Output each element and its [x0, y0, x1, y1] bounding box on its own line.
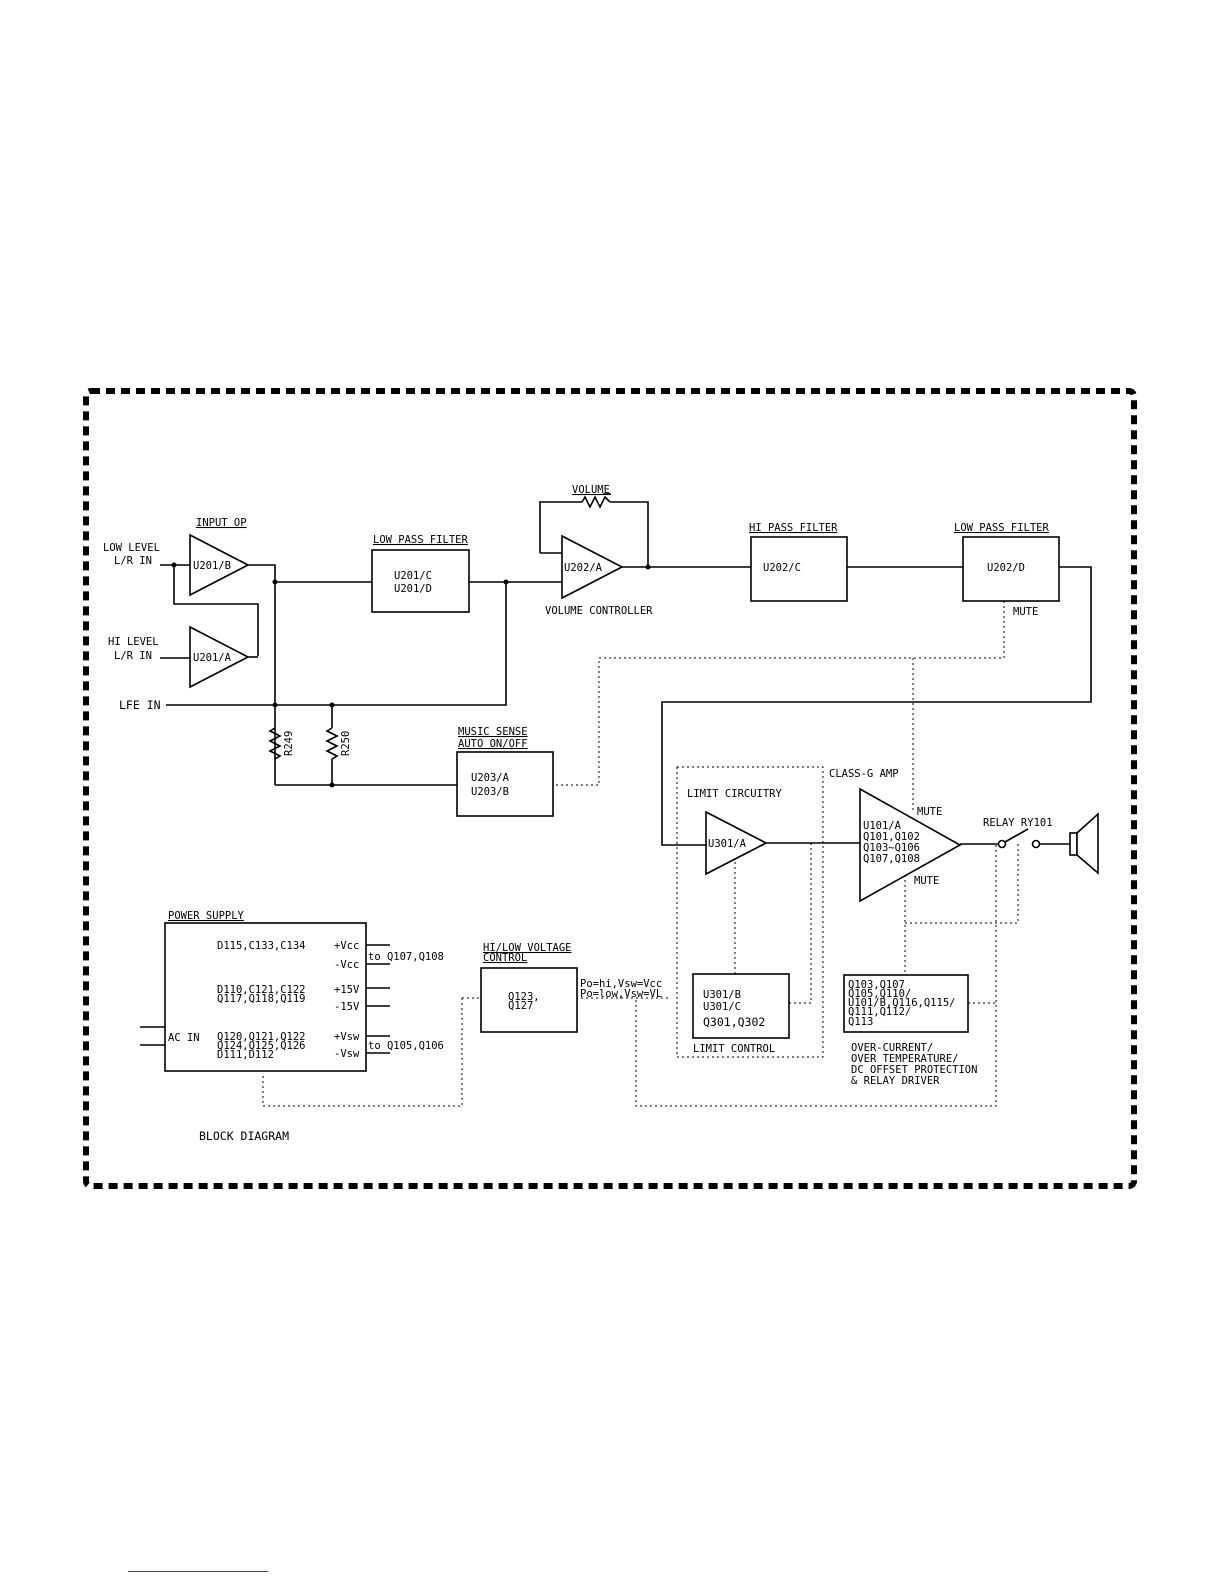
hpf-title: HI PASS FILTER — [749, 522, 838, 534]
lpf1-title: LOW PASS FILTER — [373, 534, 469, 546]
prot-title-3: DC OFFSET PROTECTION — [851, 1064, 977, 1076]
lpf2-title: LOW PASS FILTER — [954, 522, 1050, 534]
limit-circuitry-label: LIMIT CIRCUITRY — [687, 788, 783, 800]
limit-control-line1: U301/B — [703, 989, 741, 1001]
power-supply-title: POWER SUPPLY — [168, 910, 245, 922]
hv-line1: Q123, — [508, 991, 540, 1003]
music-sense-block: MUSIC SENSE AUTO ON/OFF U203/A U203/B — [456, 726, 554, 817]
op-amp-u202a — [561, 534, 624, 600]
volume-controller-label: VOLUME CONTROLLER — [545, 605, 653, 617]
to-q105-label: to Q105,Q106 — [368, 1040, 444, 1052]
music-sense-title-2: AUTO ON/OFF — [458, 738, 528, 750]
ps-row3b: Q124,Q125,Q126 — [217, 1040, 306, 1052]
low-pass-filter-1: LOW PASS FILTER U201/C U201/D — [371, 534, 470, 613]
ps-row3c: D111,D112 — [217, 1049, 274, 1061]
lpf2-body: U202/D — [987, 562, 1025, 574]
volume-label: VOLUME — [572, 484, 610, 496]
prot-title-1: OVER-CURRENT/ — [851, 1042, 933, 1054]
amp-mute-top: MUTE — [917, 806, 942, 818]
ps-row3a: Q120,Q121,Q122 — [217, 1031, 306, 1043]
hv-title-2: CONTROL — [483, 952, 527, 964]
low-level-in-label-2: L/R IN — [114, 555, 152, 567]
limit-control-label: LIMIT CONTROL — [693, 1043, 775, 1055]
resistor-r250: R250 — [325, 705, 352, 785]
resistor-r249: R249 — [268, 727, 295, 760]
hi-level-in-label-2: L/R IN — [114, 650, 152, 662]
input-op-label: INPUT OP — [196, 517, 247, 529]
relay-label: RELAY RY101 — [983, 817, 1053, 829]
rail-plus-15v: +15V — [334, 984, 360, 996]
limit-control-line3: Q301,Q302 — [703, 1015, 765, 1029]
diagram-frame — [83, 388, 1137, 1189]
hi-low-voltage-control: HI/LOW VOLTAGE CONTROL Q123, Q127 Po=hi,… — [480, 942, 662, 1033]
music-sense-line2: U203/B — [471, 786, 509, 798]
po-hi-label: Po=hi,Vsw=Vcc — [580, 978, 662, 990]
low-pass-filter-2: LOW PASS FILTER U202/D MUTE — [954, 522, 1060, 618]
rail-minus-vcc: -Vcc — [334, 959, 359, 971]
control-lines — [262, 601, 1019, 1107]
prot-line1: Q103,Q107 — [848, 979, 905, 991]
prot-title-2: OVER TEMPERATURE/ — [851, 1053, 958, 1065]
rail-plus-vcc: +Vcc — [334, 940, 359, 952]
r250-label: R250 — [340, 731, 352, 756]
ps-row2a: D110,C121,C122 — [217, 984, 306, 996]
amp-line2: Q101,Q102 — [863, 831, 920, 843]
protection-block: Q103,Q107 Q105,Q110/ U101/B,Q116,Q115/ Q… — [843, 974, 977, 1087]
hv-line2: Q127 — [508, 1000, 533, 1012]
prot-line4: Q111,Q112/ — [848, 1006, 911, 1018]
relay-ry101: RELAY RY101 — [960, 817, 1070, 849]
u202a-label: U202/A — [564, 562, 603, 574]
power-amp-triangle — [859, 787, 962, 903]
hi-level-in-label-1: HI LEVEL — [108, 636, 159, 648]
prot-line3: U101/B,Q116,Q115/ — [848, 997, 955, 1009]
input-section: LOW LEVEL L/R IN HI LEVEL L/R IN LFE IN … — [103, 517, 507, 785]
op-amp-u301a — [705, 810, 768, 876]
op-amp-u201b — [189, 533, 250, 597]
limit-circuitry: LIMIT CIRCUITRY U301/A U301/B U301/C Q30… — [676, 766, 824, 1058]
to-q107-label: to Q107,Q108 — [368, 951, 444, 963]
amp-mute-bottom: MUTE — [914, 875, 939, 887]
r249-label: R249 — [283, 731, 295, 756]
ac-in-label: AC IN — [168, 1032, 200, 1044]
low-level-in-label-1: LOW LEVEL — [103, 542, 160, 554]
lpf2-mute-label: MUTE — [1013, 606, 1038, 618]
footer-link-line — [128, 1571, 268, 1572]
ps-row2b: Q117,Q118,Q119 — [217, 993, 306, 1005]
op-amp-u201a — [189, 625, 250, 689]
music-sense-line1: U203/A — [471, 772, 510, 784]
amp-line3: Q103~Q106 — [863, 842, 920, 854]
prot-line5: Q113 — [848, 1016, 873, 1028]
u201a-label: U201/A — [193, 652, 232, 664]
rail-minus-15v: -15V — [334, 1001, 360, 1013]
diagram-caption: BLOCK DIAGRAM — [199, 1129, 289, 1143]
limit-control-line2: U301/C — [703, 1001, 741, 1013]
power-supply: POWER SUPPLY D115,C133,C134 D110,C121,C1… — [140, 910, 444, 1072]
lpf1-line1: U201/C — [394, 570, 432, 582]
music-sense-title-1: MUSIC SENSE — [458, 726, 528, 738]
rail-minus-vsw: -Vsw — [334, 1048, 360, 1060]
ps-row1: D115,C133,C134 — [217, 940, 306, 952]
prot-title-4: & RELAY DRIVER — [851, 1075, 940, 1087]
lpf1-line2: U201/D — [394, 583, 432, 595]
amp-line1: U101/A — [863, 820, 902, 832]
volume-controller: VOLUME U202/A VOLUME CONTROLLER — [539, 484, 653, 617]
hpf-body: U202/C — [763, 562, 801, 574]
class-g-amp-label: CLASS-G AMP — [829, 768, 899, 780]
u201b-label: U201/B — [193, 560, 231, 572]
prot-line2: Q105,Q110/ — [848, 988, 911, 1000]
rail-plus-vsw: +Vsw — [334, 1031, 360, 1043]
speaker-icon — [1069, 812, 1099, 875]
hv-title-1: HI/LOW VOLTAGE — [483, 942, 572, 954]
hi-pass-filter: HI PASS FILTER U202/C — [749, 522, 848, 602]
u301a-label: U301/A — [708, 838, 747, 850]
amp-line4: Q107,Q108 — [863, 853, 920, 865]
po-low-label: Po=low,Vsw=VL — [580, 988, 662, 1000]
class-g-amp: CLASS-G AMP U101/A Q101,Q102 Q103~Q106 Q… — [829, 768, 962, 903]
lfe-in-label: LFE IN — [119, 698, 161, 712]
